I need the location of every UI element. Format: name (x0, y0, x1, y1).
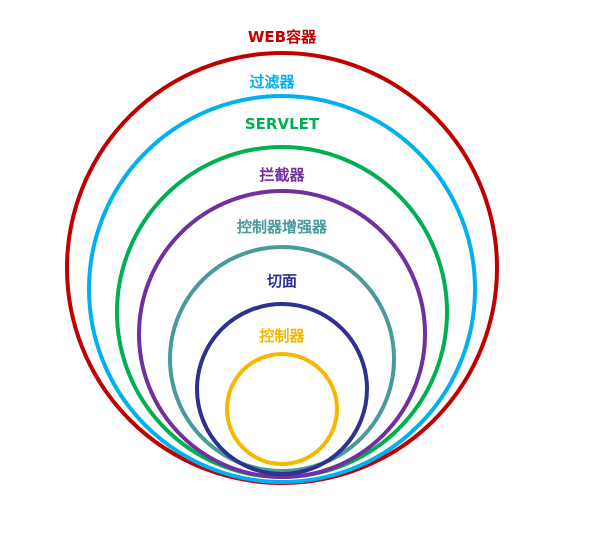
label-servlet: SERVLET (245, 115, 320, 133)
ring-aspect (195, 302, 369, 476)
label-aspect: 切面 (267, 272, 297, 290)
label-interceptor: 拦截器 (259, 166, 305, 184)
label-filter: 过滤器 (249, 73, 295, 91)
label-web-container: WEB容器 (248, 28, 317, 46)
ring-interceptor (137, 189, 427, 479)
label-controller-advice: 控制器增强器 (237, 218, 328, 236)
ring-controller-advice (168, 245, 396, 473)
ring-filter (87, 94, 477, 484)
ring-controller (225, 352, 339, 466)
label-controller: 控制器 (259, 327, 305, 345)
ring-servlet (115, 145, 449, 479)
